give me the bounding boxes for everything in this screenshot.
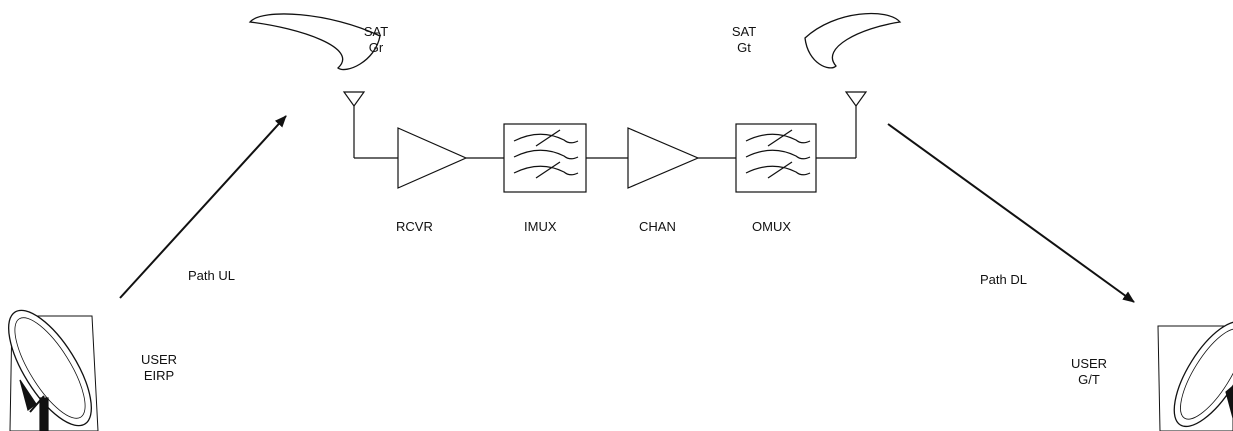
uplink-path-label: Path UL: [188, 268, 235, 283]
user-gt-label: USER G/T: [1062, 356, 1116, 388]
sat-transmit-gain-label: SAT Gt: [722, 24, 766, 56]
user-gt-label-line1: USER: [1070, 356, 1108, 371]
receive-reflector-icon: [248, 13, 381, 71]
sat-receive-gain-label: SAT Gr: [354, 24, 398, 56]
sat-transmit-label-line2: Gt: [737, 40, 751, 55]
omux-label: OMUX: [752, 219, 791, 234]
receiver-label: RCVR: [396, 219, 433, 234]
omux-filter-icon: [735, 123, 817, 193]
transmit-antenna-icon: [844, 91, 868, 158]
sat-receive-label-line1: SAT: [363, 24, 389, 39]
uplink-dish-icon: [8, 309, 99, 431]
sat-receive-label-line2: Gr: [368, 40, 384, 55]
channel-label: CHAN: [639, 219, 676, 234]
downlink-dish-icon: [1157, 320, 1233, 431]
user-gt-label-line2: G/T: [1078, 372, 1100, 387]
imux-label: IMUX: [524, 219, 557, 234]
channel-amplifier-icon: [627, 127, 700, 189]
user-eirp-label: USER EIRP: [130, 352, 188, 384]
user-eirp-label-line2: EIRP: [143, 368, 175, 383]
downlink-arrow: [887, 123, 1135, 303]
downlink-path-label: Path DL: [980, 272, 1027, 287]
transmit-reflector-icon: [804, 12, 902, 69]
user-eirp-label-line1: USER: [140, 352, 178, 367]
uplink-arrow: [119, 115, 287, 299]
sat-transmit-label-line1: SAT: [731, 24, 757, 39]
receive-antenna-icon: [342, 91, 398, 159]
imux-filter-icon: [503, 123, 587, 193]
receiver-amplifier-icon: [397, 127, 468, 189]
